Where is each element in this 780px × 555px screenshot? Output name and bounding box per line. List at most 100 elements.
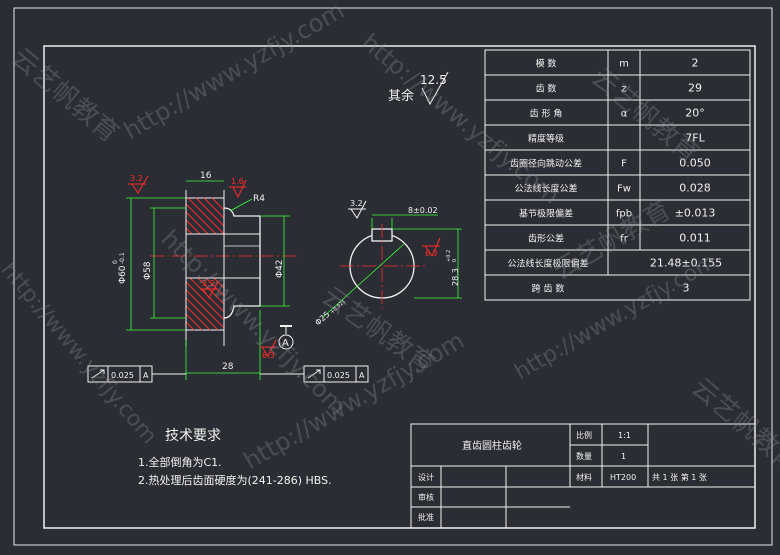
param-value: 2 [692, 57, 699, 70]
design-label: 设计 [418, 472, 434, 482]
keyway-roughness-top: 3.2 [348, 199, 367, 219]
svg-text:3.2: 3.2 [130, 174, 143, 183]
dim-outer-diameter: Φ60 [118, 265, 128, 284]
svg-text:1.6: 1.6 [231, 177, 244, 186]
svg-text:http://www.yzfjy.com: http://www.yzfjy.com [119, 0, 349, 145]
key-depth-dim: 28.3 [451, 268, 460, 286]
param-name: 齿 数 [536, 83, 557, 95]
svg-text:云艺帆教育: 云艺帆教育 [686, 372, 780, 479]
tolerance-frame-left: 0.025 A [87, 365, 186, 383]
gear-section-view: 16 R4 28 Φ60 0 -0.1 Φ58 Φ42 3.2 1.6 3.2 … [87, 171, 369, 383]
table-row: 公法线长度极限偏差 21.48±0.155 [507, 257, 722, 270]
roughness-center: 3.2 [200, 279, 219, 299]
table-row: 跨 齿 数 3 [532, 282, 690, 295]
key-depth-tol-lower: 0 [452, 259, 458, 262]
inner-frame [43, 45, 756, 529]
svg-text:A: A [282, 338, 289, 349]
tech-requirements-title: 技术要求 [165, 428, 221, 444]
section-dimension-lines [126, 180, 290, 380]
material-value: HT200 [610, 473, 636, 482]
datum-marker: A [278, 325, 294, 350]
dim-width-28: 28 [222, 362, 234, 372]
table-row: 公法线长度公差 Fw 0.028 [514, 182, 710, 195]
key-depth-tol-upper: +0.2 [446, 250, 452, 262]
svg-text:0.025: 0.025 [111, 371, 134, 380]
part-name: 直齿圆柱齿轮 [462, 439, 522, 452]
svg-text:http://www.yzfjy.com: http://www.yzfjy.com [511, 249, 722, 385]
param-name: 齿圈径向跳动公差 [510, 158, 582, 170]
param-name: 齿 形 角 [530, 108, 563, 120]
roughness-right: 1.6 [229, 177, 247, 199]
roughness-bottom: 6.3 [260, 339, 277, 360]
param-name: 公法线长度极限偏差 [507, 258, 588, 270]
param-value: 29 [688, 82, 702, 95]
svg-text:3.2: 3.2 [202, 279, 215, 288]
param-symbol: m [619, 59, 629, 70]
dim-width-16: 16 [200, 171, 212, 181]
key-width-dim: 8±0.02 [408, 206, 438, 215]
param-name: 精度等级 [528, 133, 564, 145]
svg-text:A: A [359, 371, 365, 380]
param-value: 0.011 [679, 232, 711, 245]
param-value: 21.48±0.155 [650, 257, 722, 270]
svg-text:http://www.yzfjy.com: http://www.yzfjy.com [0, 258, 162, 449]
table-row: 齿 数 z 29 [536, 82, 702, 95]
svg-text:云艺帆教育: 云艺帆教育 [6, 42, 125, 149]
title-block [410, 423, 756, 529]
sheet-info: 共 1 张 第 1 张 [652, 472, 707, 482]
review-label: 审核 [418, 492, 434, 502]
param-value: 3 [683, 282, 690, 295]
dim-diameter-58: Φ58 [143, 261, 153, 280]
roughness-note: 其余 12.5 [388, 71, 449, 106]
scale-value: 1:1 [618, 431, 631, 440]
roughness-note-value: 12.5 [420, 73, 447, 87]
upper-hatch-region [185, 197, 225, 235]
param-name: 模 数 [536, 58, 557, 70]
tech-requirement-1: 1.全部倒角为C1. [138, 455, 222, 469]
material-label: 材料 [576, 472, 592, 482]
quantity-value: 1 [621, 452, 626, 461]
approve-label: 批准 [418, 512, 434, 522]
roughness-note-symbol [421, 71, 449, 106]
dim-outer-tol-upper: 0 [112, 260, 119, 264]
svg-text:0.025: 0.025 [327, 371, 350, 380]
dim-outer-tol-lower: -0.1 [119, 252, 126, 264]
roughness-note-prefix: 其余 [388, 88, 414, 104]
param-symbol: F [621, 159, 627, 170]
bore-circle [349, 233, 415, 299]
param-value: 0.028 [679, 182, 711, 195]
tech-requirements: 技术要求 1.全部倒角为C1. 2.热处理后齿面硬度为(241-286) HBS… [138, 428, 332, 487]
param-name: 齿形公差 [528, 233, 564, 245]
param-symbol: α [621, 109, 628, 120]
param-value: 7FL [685, 132, 705, 145]
dim-diameter-42: Φ42 [275, 259, 285, 278]
dim-radius-r4: R4 [253, 194, 265, 204]
table-row: 齿 形 角 α 20° [530, 107, 705, 120]
tech-requirement-2: 2.热处理后齿面硬度为(241-286) HBS. [138, 473, 332, 487]
param-symbol: fr [620, 234, 629, 245]
scale-label: 比例 [576, 430, 592, 440]
tolerance-frame-right: 0.025 A [260, 365, 369, 383]
outer-border [13, 7, 773, 546]
param-symbol: z [621, 84, 626, 95]
param-name: 公法线长度公差 [514, 183, 577, 195]
svg-text:6.3: 6.3 [425, 249, 438, 258]
svg-text:A: A [143, 371, 149, 380]
param-name: 跨 齿 数 [532, 283, 565, 295]
svg-text:3.2: 3.2 [350, 199, 363, 208]
param-name: 基节极限偏差 [519, 208, 573, 220]
roughness-left: 3.2 [128, 174, 149, 194]
param-symbol: Fw [617, 184, 631, 195]
table-row: 齿形公差 fr 0.011 [528, 232, 711, 245]
quantity-label: 数量 [576, 451, 592, 461]
table-row: 模 数 m 2 [536, 57, 699, 70]
param-value: 20° [685, 107, 705, 120]
param-value: ±0.013 [675, 207, 716, 220]
table-row: 精度等级 7FL [528, 132, 706, 145]
keyway-roughness-right: 6.3 [422, 237, 441, 258]
